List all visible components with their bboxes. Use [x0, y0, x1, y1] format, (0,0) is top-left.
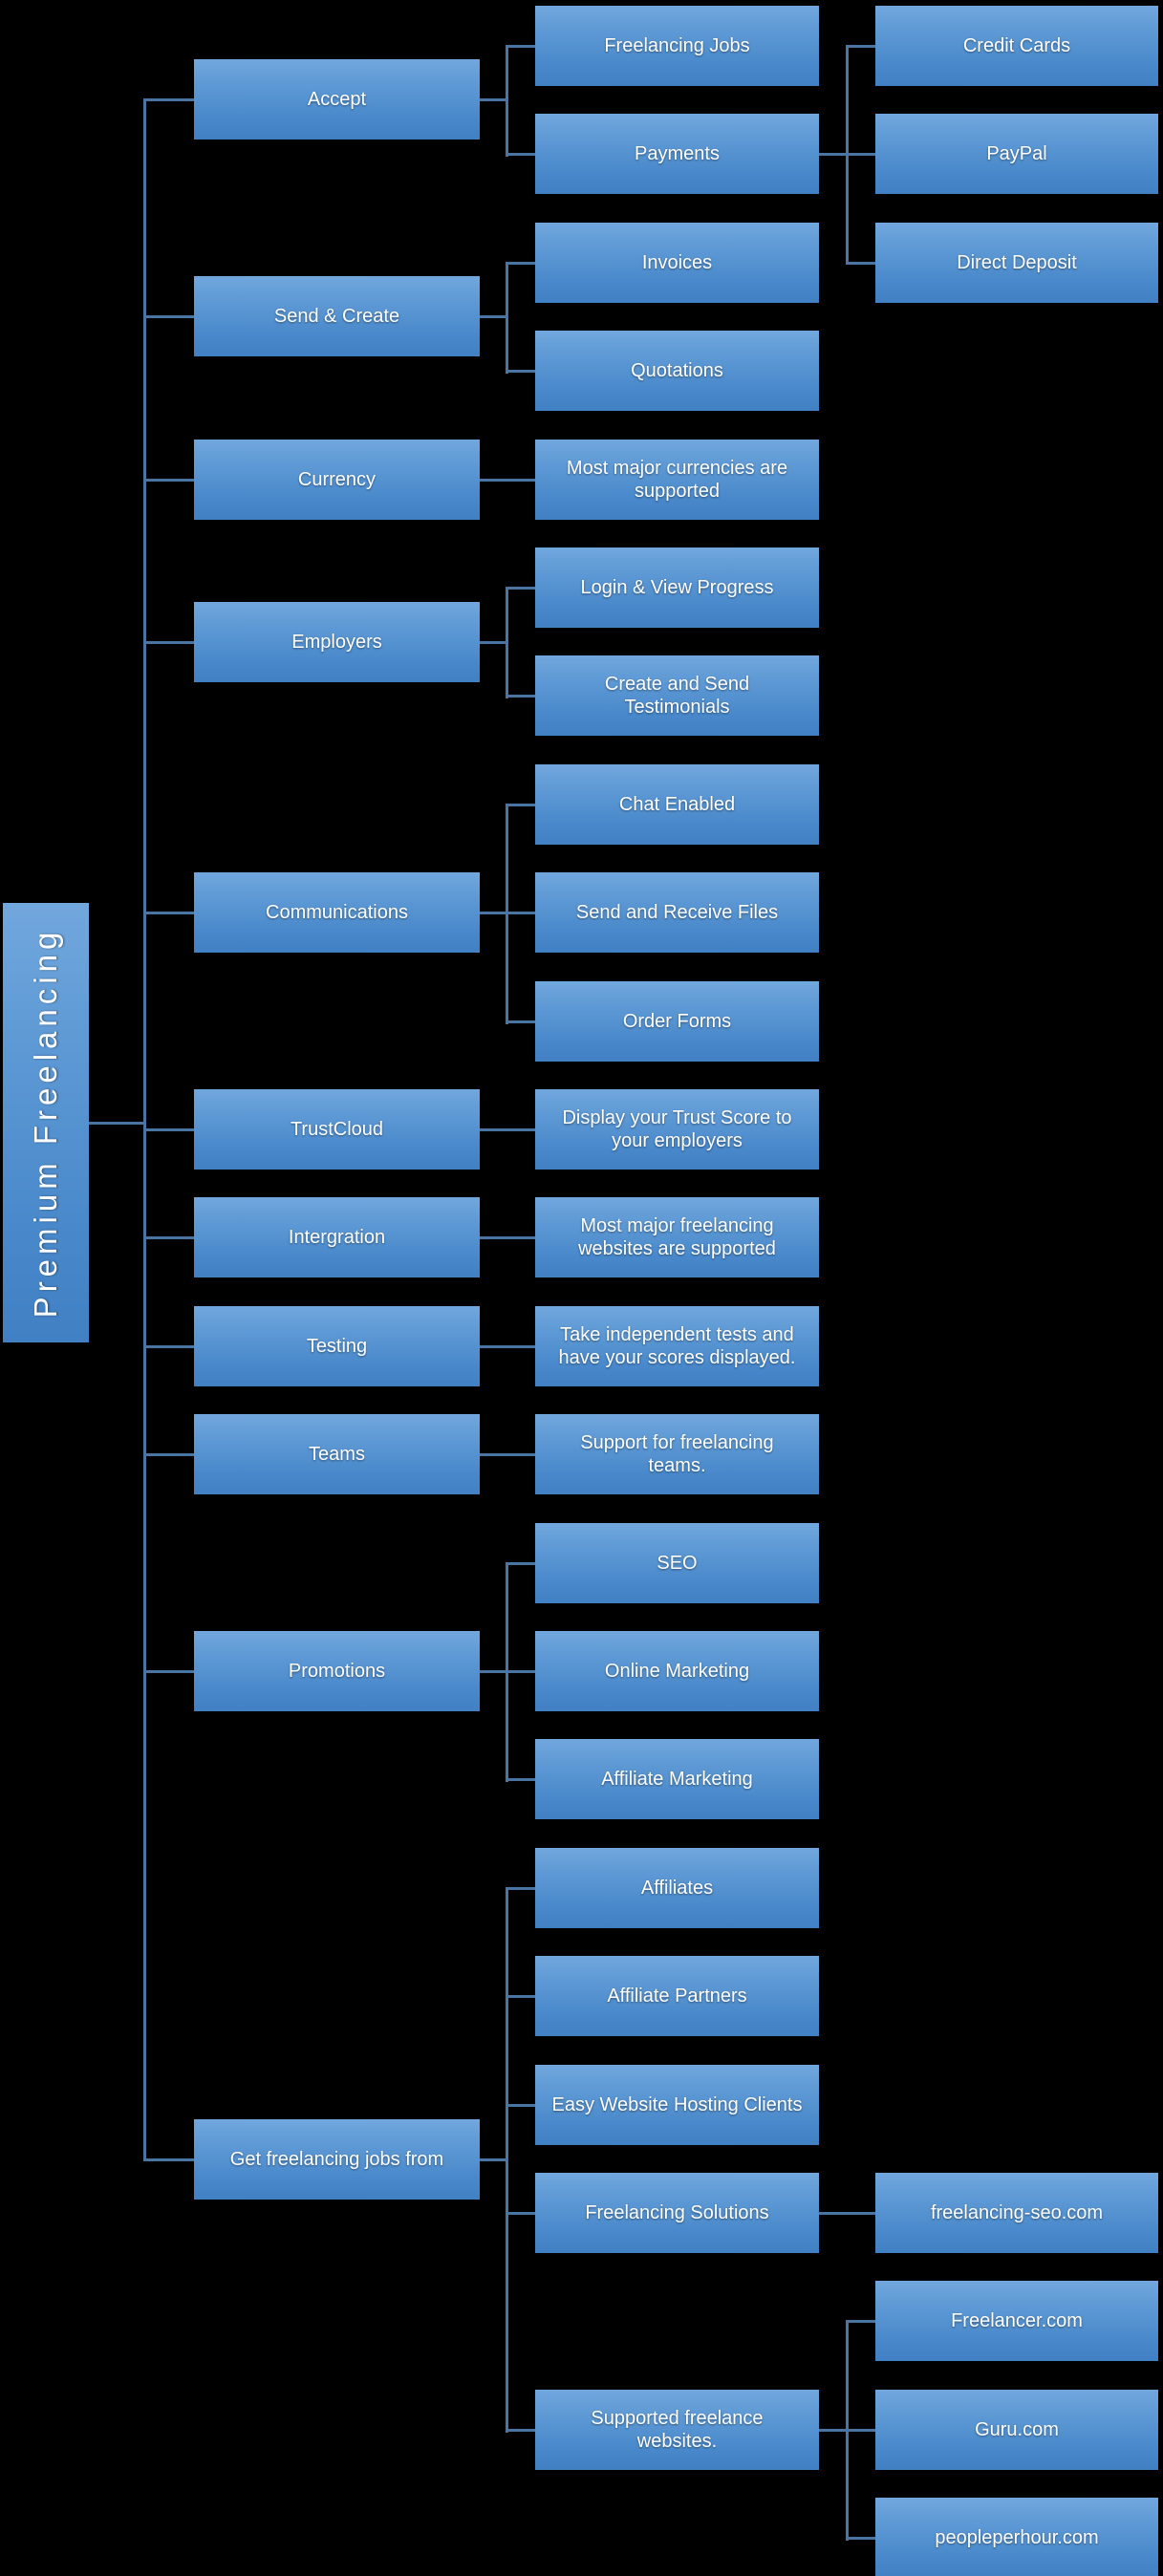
node-freelancing-jobs: Freelancing Jobs — [535, 6, 819, 86]
connector-line — [506, 1995, 535, 1998]
node-create-send-testimonials: Create and Send Testimonials — [535, 655, 819, 736]
connector-line — [480, 98, 507, 101]
node-login-view-progress: Login & View Progress — [535, 547, 819, 628]
node-teams: Teams — [194, 1414, 480, 1494]
connector-line — [143, 641, 194, 644]
node-credit-cards: Credit Cards — [875, 6, 1158, 86]
connector-line — [846, 2320, 875, 2323]
connector-line — [506, 1020, 535, 1023]
connector-line — [846, 45, 875, 48]
connector-line — [480, 1670, 507, 1673]
node-paypal: PayPal — [875, 114, 1158, 194]
node-payments: Payments — [535, 114, 819, 194]
node-supported-freelance-websites: Supported freelance websites. — [535, 2390, 819, 2470]
connector-line — [480, 315, 507, 318]
connector-line — [506, 1887, 535, 1890]
node-display-trust-score: Display your Trust Score to your employe… — [535, 1089, 819, 1170]
connector-line — [480, 641, 507, 644]
node-invoices: Invoices — [535, 223, 819, 303]
connector-line — [846, 262, 875, 265]
connector-line — [506, 804, 535, 806]
connector-line — [480, 912, 507, 914]
connector-line — [480, 1236, 535, 1239]
connector-line — [506, 262, 508, 374]
connector-line — [143, 2158, 194, 2161]
connector-line — [143, 912, 194, 914]
node-quotations: Quotations — [535, 331, 819, 411]
connector-line — [143, 479, 194, 482]
connector-line — [846, 2537, 875, 2540]
connector-line — [506, 1562, 535, 1565]
connector-line — [506, 1887, 508, 2433]
node-send-and-create: Send & Create — [194, 276, 480, 356]
connector-line — [819, 153, 849, 156]
node-order-forms: Order Forms — [535, 981, 819, 1062]
node-affiliate-marketing: Affiliate Marketing — [535, 1739, 819, 1819]
connector-line — [506, 153, 535, 156]
connector-line — [143, 1128, 194, 1131]
connector-line — [506, 45, 535, 48]
node-support-freelancing-teams: Support for freelancing teams. — [535, 1414, 819, 1494]
connector-line — [143, 1345, 194, 1348]
connector-line — [143, 98, 194, 101]
connector-line — [480, 1453, 535, 1456]
node-affiliates: Affiliates — [535, 1848, 819, 1928]
connector-line — [506, 262, 535, 265]
node-promotions: Promotions — [194, 1631, 480, 1711]
node-easy-website-hosting-clients: Easy Website Hosting Clients — [535, 2065, 819, 2145]
node-get-freelancing-jobs-from: Get freelancing jobs from — [194, 2119, 480, 2200]
connector-line — [819, 2212, 875, 2215]
connector-line — [143, 1670, 194, 1673]
connector-line — [89, 1122, 143, 1125]
connector-line — [506, 45, 508, 157]
connector-line — [143, 1453, 194, 1456]
connector-line — [819, 2429, 849, 2432]
node-peopleperhour-com: peopleperhour.com — [875, 2498, 1158, 2576]
node-testing: Testing — [194, 1306, 480, 1386]
connector-line — [506, 1778, 535, 1781]
connector-line — [480, 1128, 535, 1131]
node-seo: SEO — [535, 1523, 819, 1603]
connector-line — [143, 1236, 194, 1239]
node-freelancing-seo-com: freelancing-seo.com — [875, 2173, 1158, 2253]
node-trustcloud: TrustCloud — [194, 1089, 480, 1170]
node-take-independent-tests: Take independent tests and have your sco… — [535, 1306, 819, 1386]
node-chat-enabled: Chat Enabled — [535, 764, 819, 845]
node-currency: Currency — [194, 440, 480, 520]
node-most-major-freelancing-websites: Most major freelancing websites are supp… — [535, 1197, 819, 1277]
connector-line — [143, 315, 194, 318]
node-affiliate-partners: Affiliate Partners — [535, 1956, 819, 2036]
node-online-marketing: Online Marketing — [535, 1631, 819, 1711]
connector-line — [506, 912, 535, 914]
node-accept: Accept — [194, 59, 480, 140]
root-label: Premium Freelancing — [27, 927, 63, 1319]
node-most-major-currencies: Most major currencies are supported — [535, 440, 819, 520]
connector-line — [506, 2429, 535, 2432]
node-intergration: Intergration — [194, 1197, 480, 1277]
connector-line — [506, 370, 535, 373]
connector-line — [506, 587, 535, 590]
connector-line — [480, 2158, 507, 2161]
connector-line — [846, 2429, 875, 2432]
node-guru-com: Guru.com — [875, 2390, 1158, 2470]
connector-line — [846, 153, 875, 156]
connector-line — [506, 2212, 535, 2215]
connector-line — [480, 479, 535, 482]
connector-line — [506, 2104, 535, 2107]
node-freelancing-solutions: Freelancing Solutions — [535, 2173, 819, 2253]
connector-line — [506, 1670, 535, 1673]
node-employers: Employers — [194, 602, 480, 682]
connector-line — [506, 587, 508, 698]
node-freelancer-com: Freelancer.com — [875, 2281, 1158, 2361]
connector-line — [480, 1345, 535, 1348]
connector-line — [506, 695, 535, 698]
node-premium-freelancing: Premium Freelancing — [3, 903, 89, 1342]
node-direct-deposit: Direct Deposit — [875, 223, 1158, 303]
node-send-receive-files: Send and Receive Files — [535, 872, 819, 953]
node-communications: Communications — [194, 872, 480, 953]
